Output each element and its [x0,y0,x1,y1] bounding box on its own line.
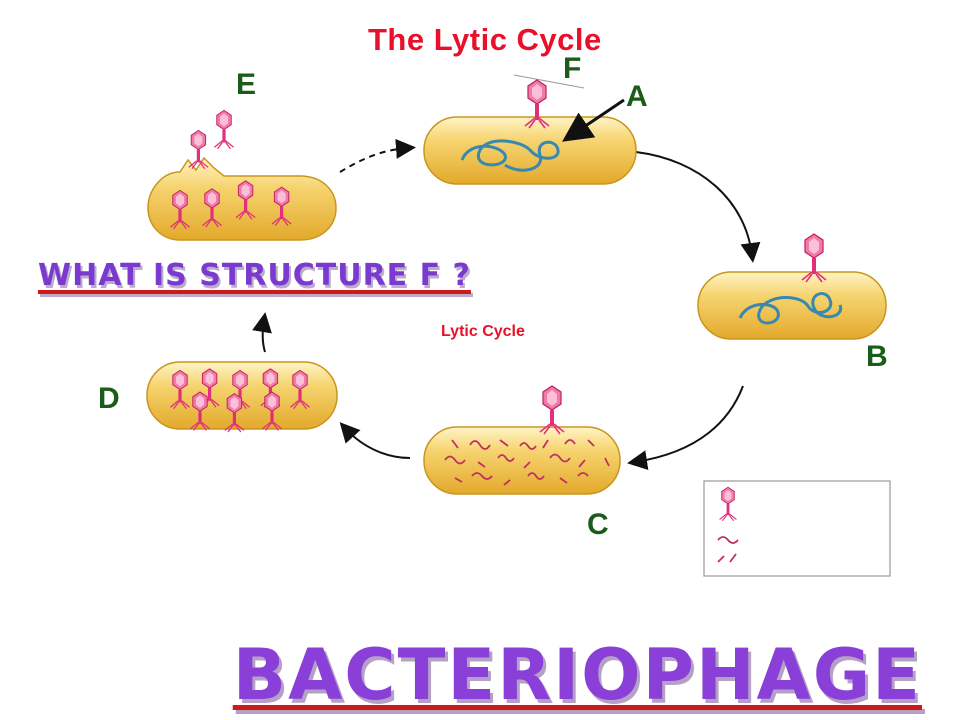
cell-a [423,74,637,185]
arrow-d-to-e [252,312,272,353]
bacteriophage-banner: BACTERIOPHAGE [232,634,922,716]
label-f: F [563,52,582,85]
label-c: C [587,508,609,541]
arrow-b-to-c [627,385,744,471]
cell-b [697,233,887,340]
cell-d [146,361,338,433]
label-b: B [866,340,888,373]
label-a: A [626,80,648,113]
cell-e [147,109,337,241]
a-pointer-arrow [562,98,625,142]
dna-strand-a [460,139,560,172]
legend-nucleic-acid-icon [717,536,739,544]
question-heading: WHAT IS STRUCTURE F ? [38,258,471,293]
arrow-c-to-d [339,422,411,459]
legend-protein-icon [717,553,737,563]
cycle-arrows [252,138,761,471]
cell-c [423,385,621,495]
dna-strand-b [738,292,843,325]
arrow-e-to-a [339,138,416,173]
viral-parts [444,439,610,486]
label-e: E [236,68,257,101]
label-d: D [98,382,120,415]
f-pointer-line [513,74,585,89]
arrow-a-to-b [635,151,761,263]
legend [703,480,891,577]
center-caption: Lytic Cycle [441,323,525,340]
diagram-title: The Lytic Cycle [368,22,602,57]
